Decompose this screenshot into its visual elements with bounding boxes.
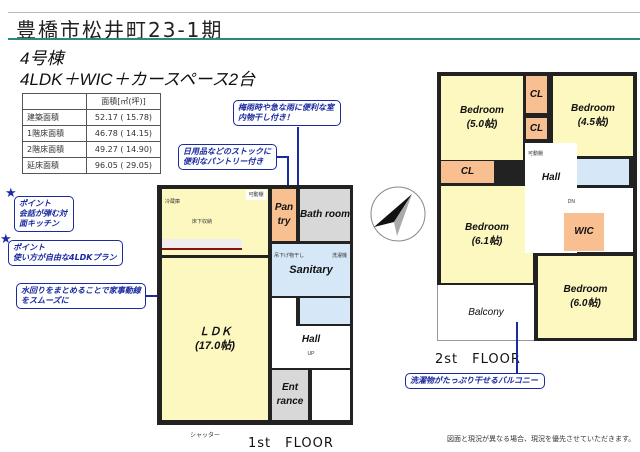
- title-underline: [8, 38, 640, 40]
- shutter-label: シャッター: [190, 432, 221, 439]
- callout-pantry: 日用品などのストックに便利なパントリー付き: [178, 144, 277, 170]
- star-icon: ★: [5, 186, 17, 201]
- room-sanitary: 吊下げ物干し 洗濯機 Sanitary: [272, 244, 350, 296]
- room-balcony: Balcony: [437, 285, 534, 341]
- kitchen: 冷蔵庫 床下収納: [162, 189, 268, 255]
- room-bedroom-5: Bedroom(5.0帖): [441, 76, 523, 160]
- callout-point-kitchen: ポイント会話が弾む対面キッチン: [14, 196, 74, 232]
- room-bath: Bath room: [300, 189, 350, 241]
- toilet-icon: [577, 159, 629, 185]
- plan-summary: 4LDK＋WIC＋カースペース2台: [20, 70, 256, 89]
- top-rule: [8, 12, 640, 13]
- footer-note: 図面と現況が異なる場合、現況を優先させていただきます。: [447, 435, 636, 443]
- closet: CL: [526, 76, 547, 113]
- compass-icon: [370, 186, 426, 242]
- room-bedroom-4-5: Bedroom(4.5帖): [553, 76, 633, 156]
- closet: CL: [441, 161, 494, 183]
- room-bedroom-6-1: Bedroom(6.1帖): [441, 186, 533, 283]
- toilet-icon: [300, 298, 350, 324]
- leader-line: [516, 322, 518, 374]
- callout-point-plan: ポイント使い方が自由な4LDKプラン: [8, 240, 123, 266]
- callout-balcony: 洗濯物がたっぷり干せるバルコニー: [405, 373, 545, 389]
- room-wic: WIC: [564, 213, 604, 251]
- building-number: 4号棟: [20, 49, 64, 68]
- callout-drying: 梅雨時や急な雨に便利な室内物干し付き！: [233, 100, 341, 126]
- shelf-label: 可動棚: [246, 190, 266, 200]
- room-pantry: Pan try: [272, 189, 296, 241]
- callout-water: 水回りをまとめることで家事動線をスムーズに: [16, 283, 146, 309]
- area-header: 面積[㎡(坪)]: [86, 93, 161, 110]
- first-floor-label: 1st FLOOR: [248, 436, 334, 451]
- star-icon: ★: [0, 232, 12, 247]
- leader-line: [287, 156, 289, 206]
- room-entrance: Ent rance: [272, 370, 308, 420]
- closet: CL: [526, 118, 547, 139]
- second-floor-label: 2st FLOOR: [435, 352, 521, 367]
- room-ldk: ＬＤＫ(17.0帖): [162, 258, 268, 420]
- room-bedroom-6-0: Bedroom(6.0帖): [538, 256, 633, 338]
- leader-line: [277, 156, 287, 158]
- porch: [312, 370, 350, 420]
